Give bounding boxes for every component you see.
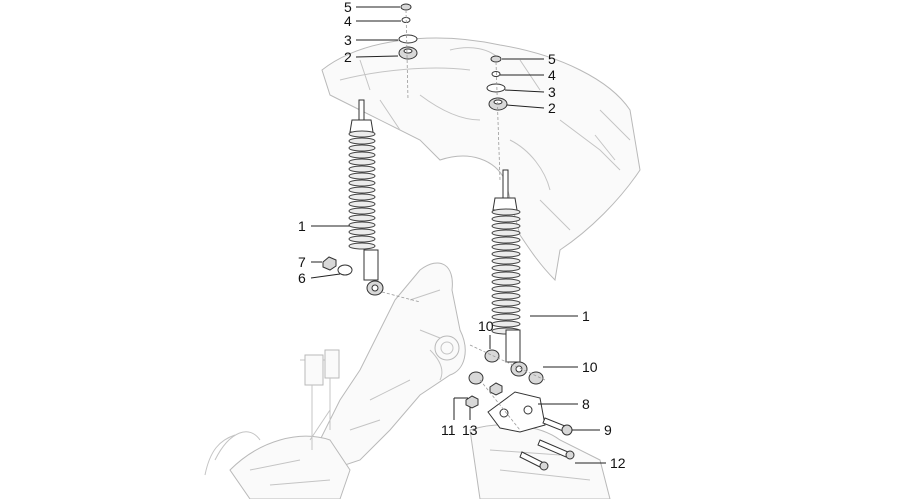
coil-turn [491,278,521,286]
coil-turn [491,271,521,279]
callout-13: 13 [462,422,478,438]
callout-5-left: 5 [344,0,352,15]
coil-turn [348,186,376,194]
callout-11: 11 [441,422,456,438]
coil-turn [491,313,521,321]
coil-turn [348,193,376,201]
coil-turn [491,292,521,300]
coil-turn [348,151,376,159]
leader-lines [310,6,606,464]
coil-turn [348,179,376,187]
callout-3-left: 3 [344,32,352,48]
coil-turn [348,214,376,222]
coil-turn [491,299,521,307]
callout-4-left: 4 [344,13,352,29]
coil-turn [491,236,521,244]
coil-turn [491,257,521,265]
coil-turn [348,144,376,152]
coil-turn [491,320,521,328]
coil-turn [491,208,521,216]
callout-12: 12 [610,455,626,471]
coil-turn [348,158,376,166]
coil-turn [348,130,376,138]
coil-turn [348,165,376,173]
coil-turn [491,285,521,293]
callout-2-left: 2 [344,49,352,65]
shock-absorber-right [469,169,546,385]
coil-spring-right [491,208,521,335]
callout-6: 6 [298,270,306,286]
frame-ghost-drawing [204,37,641,499]
coil-turn [491,229,521,237]
callout-5-right: 5 [548,51,556,67]
callout-1-right: 1 [582,308,590,324]
callout-2-right: 2 [548,100,556,116]
callout-10-right: 10 [582,359,598,375]
callout-labels: 5 4 3 2 5 4 3 2 1 7 6 1 10 10 8 11 13 9 … [298,0,626,471]
coil-turn [491,250,521,258]
coil-turn [348,235,376,243]
coil-turn [491,243,521,251]
coil-turn [348,172,376,180]
coil-turn [348,228,376,236]
coil-turn [348,137,376,145]
mount-stack-left [398,3,418,101]
coil-turn [348,221,376,229]
coil-turn [491,264,521,272]
lower-bracket-assembly [465,371,575,471]
coil-turn [348,242,376,250]
coil-turn [491,306,521,314]
callout-3-right: 3 [548,84,556,100]
callout-1-left: 1 [298,218,306,234]
callout-8: 8 [582,396,590,412]
coil-turn [491,215,521,223]
coil-turn [348,200,376,208]
callout-10-left: 10 [478,318,494,334]
coil-turn [348,207,376,215]
callout-7: 7 [298,254,306,270]
coil-spring-left [348,130,376,250]
shock-absorber-left [322,99,421,303]
coil-turn [491,222,521,230]
callout-9: 9 [604,422,612,438]
callout-4-right: 4 [548,67,556,83]
mount-stack-right [486,55,508,181]
